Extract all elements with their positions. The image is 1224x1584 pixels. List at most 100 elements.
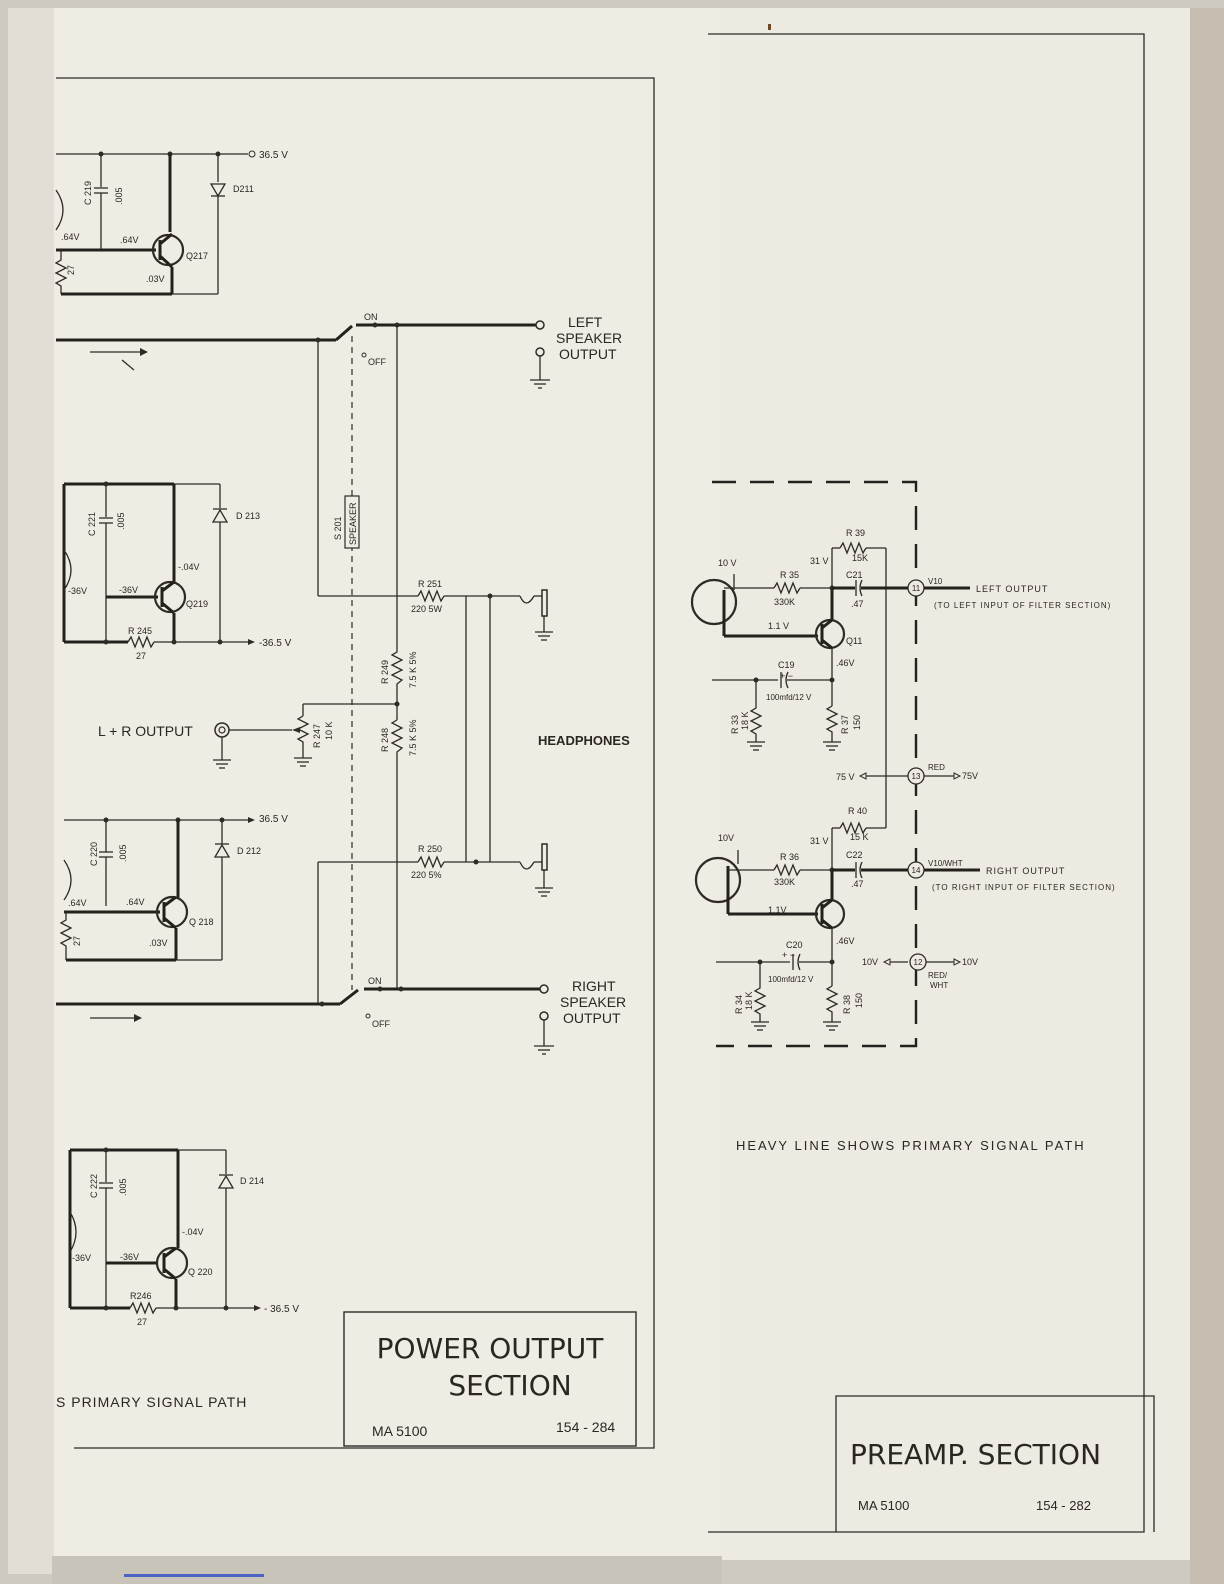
v-in: -36V <box>119 585 138 595</box>
left-model: MA 5100 <box>372 1423 427 1439</box>
supply-v-left: 75 V <box>836 772 855 782</box>
r38-value: 150 <box>854 993 864 1008</box>
cap-label: C 221 <box>87 512 97 536</box>
rail-label: -36.5 V <box>259 638 292 649</box>
cap-label: C 220 <box>89 842 99 866</box>
v-base: .64V <box>68 898 87 908</box>
c19-polarity: + − <box>780 671 793 681</box>
left-sheet-border <box>56 77 655 1449</box>
v-base: 1.1 V <box>768 621 789 631</box>
res-value: 27 <box>136 651 146 661</box>
v-col: -.04V <box>182 1227 204 1237</box>
v-base: 1.1V <box>768 905 787 915</box>
transistor-icon <box>153 580 187 614</box>
v-base: -36V <box>68 586 87 596</box>
v-base: -36V <box>72 1253 91 1263</box>
diode-icon <box>213 843 231 858</box>
v-emit: .03V <box>146 274 165 284</box>
right-speaker-label-1: RIGHT <box>572 978 616 994</box>
supply2-color-2: WHT <box>930 981 948 990</box>
r34-value: 18 K <box>744 991 754 1010</box>
v-in: -36V <box>120 1252 139 1262</box>
left-title-line-1: POWER OUTPUT <box>377 1332 605 1365</box>
transistor-label: Q217 <box>186 251 208 261</box>
right-signal-note: HEAVY LINE SHOWS PRIMARY SIGNAL PATH <box>736 1138 1086 1153</box>
diode-icon <box>209 183 227 198</box>
switch-on: ON <box>368 976 382 986</box>
diode-label: D 213 <box>236 511 260 521</box>
r38-label: R 38 <box>842 995 852 1014</box>
r39-value: 15K <box>852 553 868 563</box>
r35-value: 330K <box>774 597 795 607</box>
right-speaker-label-3: OUTPUT <box>563 1010 621 1026</box>
r248-label: R 248 <box>380 728 390 752</box>
transistor-label: Q219 <box>186 599 208 609</box>
c21-value: .47 <box>851 599 864 609</box>
r247-label: R 247 <box>312 724 322 748</box>
left-output-label: LEFT OUTPUT <box>976 584 1048 594</box>
right-sheet-border <box>708 33 1145 1533</box>
r40-label: R 40 <box>848 806 867 816</box>
lr-output-label: L + R OUTPUT <box>98 723 193 739</box>
r33-label: R 33 <box>730 715 740 734</box>
cap-value: .005 <box>114 187 124 205</box>
r250-value: 220 5% <box>411 870 442 880</box>
r250-label: R 250 <box>418 844 442 854</box>
supply2-v-left: 10V <box>862 957 878 967</box>
right-speaker-label-2: SPEAKER <box>560 994 626 1010</box>
v-emit: .46V <box>836 658 855 668</box>
rail-label: 36.5 V <box>259 814 288 825</box>
terminal-14-wire: V10/WHT <box>928 859 963 868</box>
supply-terminal-12: 10V 12 10V RED/ WHT <box>862 953 978 990</box>
stage-q218: 36.5 V C 220 .005 D 212 Q 218 .64V .64V … <box>59 814 288 962</box>
left-drawing-no: 154 - 284 <box>556 1419 615 1435</box>
diode-label: D211 <box>233 184 254 194</box>
c20-polarity: + − <box>782 950 795 960</box>
right-output-note: (TO RIGHT INPUT OF FILTER SECTION) <box>932 883 1116 892</box>
r39-label: R 39 <box>846 528 865 538</box>
v-col: 31 V <box>810 836 829 846</box>
left-speaker-label-2: SPEAKER <box>556 330 622 346</box>
r248-value: 7.5 K 5% <box>408 719 418 756</box>
switch-off: OFF <box>372 1019 390 1029</box>
terminal-14: 14 <box>912 866 921 875</box>
r249-label: R 249 <box>380 660 390 684</box>
lr-output-jack-icon <box>214 722 230 738</box>
right-drawing-no: 154 - 282 <box>1036 1498 1091 1513</box>
diode-icon <box>211 508 229 523</box>
right-output-label: RIGHT OUTPUT <box>986 866 1065 876</box>
rail-label: 36.5 V <box>259 150 288 161</box>
r36-value: 330K <box>774 877 795 887</box>
c19-value: 100mfd/12 V <box>766 693 812 702</box>
left-output-note: (TO LEFT INPUT OF FILTER SECTION) <box>934 601 1111 610</box>
transistor-icon <box>155 1246 189 1280</box>
transistor-icon <box>814 898 846 930</box>
diode-icon <box>217 1174 235 1189</box>
v-in: .64V <box>61 232 80 242</box>
right-speaker-path: ON OFF RIGHT SPEAKER OUTPUT <box>56 976 626 1055</box>
diode-label: D 214 <box>240 1176 264 1186</box>
transistor-label: Q11 <box>846 636 862 646</box>
stage-q219: C 221 .005 D 213 -.04V -36V Q219 -36V R … <box>62 481 292 661</box>
r247-value: 10 K <box>324 721 334 740</box>
right-title: PREAMP. SECTION <box>850 1438 1101 1471</box>
switch-label: SPEAKER <box>348 502 358 545</box>
r34-label: R 34 <box>734 995 744 1014</box>
cap-value: .005 <box>116 512 126 530</box>
cap-label: C 222 <box>89 1174 99 1198</box>
r37-label: R 37 <box>840 715 850 734</box>
res-value: 27 <box>66 265 76 275</box>
preamp-right-channel: 10V 1.1V 31 V R 40 15 K R 36 330K C22 .4… <box>694 806 1116 1031</box>
r33-value: 18 K <box>740 711 750 730</box>
right-title-block: PREAMP. SECTION MA 5100 154 - 282 <box>835 1395 1155 1532</box>
c19-label: C19 <box>778 660 795 670</box>
supply-terminal-13: 75 V 13 75V RED <box>836 763 978 785</box>
v-base: .64V <box>120 235 139 245</box>
v-in: 10 V <box>718 558 737 568</box>
transistor-icon <box>690 578 738 626</box>
left-signal-note: S PRIMARY SIGNAL PATH <box>56 1394 247 1410</box>
left-title-block: POWER OUTPUT SECTION MA 5100 154 - 284 <box>343 1311 637 1447</box>
right-page <box>704 8 1194 1560</box>
v-emit: .46V <box>836 936 855 946</box>
